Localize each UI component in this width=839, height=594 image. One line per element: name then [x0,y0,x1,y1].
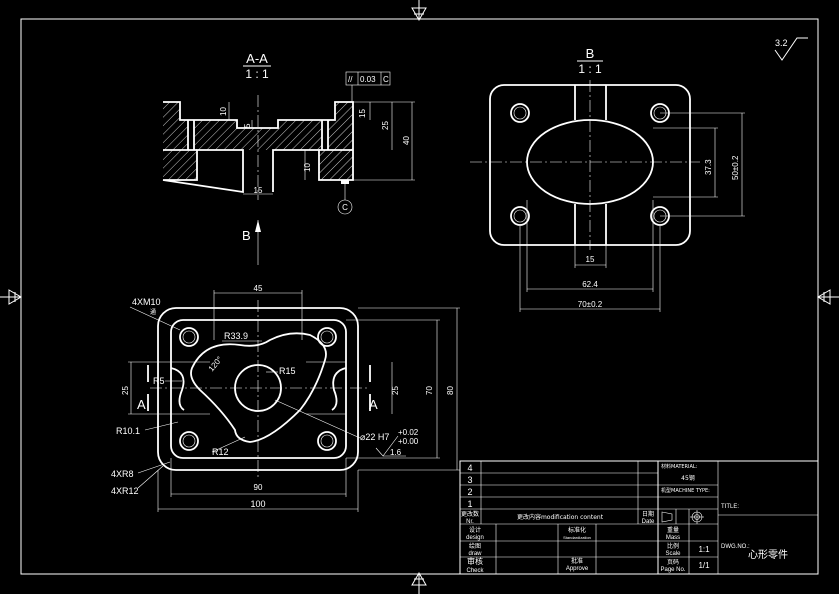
section-title: A-A [246,51,268,66]
svg-text:Check: Check [466,568,484,574]
section-scale: 1 : 1 [245,67,269,81]
svg-text:15: 15 [254,186,263,195]
svg-text:审核: 审核 [467,556,483,566]
section-view-a-a[interactable]: A-A 1 : 1 10 5 15 25 40 15 10 [162,51,415,265]
top-view[interactable]: A A 45 25 25 70 80 90 100 4XM10 通 R33.9 [111,284,460,512]
projection-symbol [661,510,704,524]
svg-text:70: 70 [425,386,434,395]
svg-text:4XM10: 4XM10 [132,297,161,307]
svg-text:心形零件: 心形零件 [748,549,788,561]
svg-text:通: 通 [150,308,156,316]
title-block[interactable]: 4 3 2 1 更改数 Nr. 更改内容modification content… [459,460,819,575]
svg-text:+0.00: +0.00 [398,437,419,446]
svg-text:1 : 1: 1 : 1 [578,62,602,76]
svg-text:0.03: 0.03 [360,75,376,84]
svg-text:日期: 日期 [642,510,654,518]
svg-text:25: 25 [391,386,400,395]
svg-text:Standardization: Standardization [563,535,591,540]
svg-text:4: 4 [467,463,472,473]
svg-text:Approve: Approve [566,566,589,572]
svg-text:更改数: 更改数 [461,510,479,518]
svg-text:Scale: Scale [665,551,681,557]
svg-text:45钢: 45钢 [681,474,695,482]
svg-text:25: 25 [121,386,130,395]
svg-text:机型MACHINE TYPE:: 机型MACHINE TYPE: [661,487,710,494]
svg-text:R10.1: R10.1 [116,426,140,436]
svg-text:1.6: 1.6 [390,448,402,457]
svg-text:R33.9: R33.9 [224,331,248,341]
svg-text:Mass: Mass [666,535,680,541]
svg-text:重量: 重量 [667,526,679,534]
svg-text:材料MATERIAL:: 材料MATERIAL: [661,463,698,470]
svg-text:批准: 批准 [571,557,583,565]
svg-text:Date: Date [642,519,655,525]
svg-text:1/1: 1/1 [698,561,710,570]
svg-text:4XR8: 4XR8 [111,469,134,479]
datum-c-marker: C [337,180,353,215]
svg-text:10: 10 [219,107,228,116]
view-b[interactable]: B 1 : 1 37.3 50±0.2 15 62.4 70±0.2 [470,46,745,312]
svg-text:R15: R15 [279,366,296,376]
svg-text:1: 1 [467,499,472,509]
svg-text:Page No.: Page No. [660,567,685,573]
svg-text://: // [348,75,353,84]
svg-text:B: B [242,228,251,243]
svg-text:120°: 120° [207,355,225,373]
svg-text:4XR12: 4XR12 [111,486,139,496]
svg-text:比例: 比例 [667,542,679,550]
svg-text:10: 10 [303,163,312,172]
svg-text:15: 15 [586,255,595,264]
svg-text:A: A [137,397,146,412]
svg-text:绘图: 绘图 [469,542,481,550]
svg-text:2: 2 [467,487,472,497]
svg-text:DWG.NO.:: DWG.NO.: [721,544,750,550]
svg-text:标准化: 标准化 [568,526,586,534]
svg-text:Nr.: Nr. [466,519,474,525]
svg-text:3: 3 [467,475,472,485]
svg-text:页码: 页码 [667,558,679,566]
svg-text:更改内容modification content: 更改内容modification content [517,513,604,521]
svg-text:设计: 设计 [469,526,481,534]
svg-text:70±0.2: 70±0.2 [578,300,603,309]
svg-text:80: 80 [446,386,455,395]
svg-text:R5: R5 [153,376,165,386]
svg-text:62.4: 62.4 [582,280,598,289]
svg-text:50±0.2: 50±0.2 [731,155,740,180]
svg-text:⌀22 H7: ⌀22 H7 [360,432,389,442]
svg-text:C: C [383,75,389,84]
svg-text:40: 40 [402,136,411,145]
svg-text:design: design [466,535,484,541]
svg-text:TITLE:: TITLE: [721,504,739,510]
svg-text:45: 45 [254,284,263,293]
svg-text:A: A [369,397,378,412]
svg-text:37.3: 37.3 [704,159,713,175]
svg-text:1:1: 1:1 [698,545,710,554]
svg-text:25: 25 [381,121,390,130]
svg-text:3.2: 3.2 [775,38,788,48]
svg-text:+0.02: +0.02 [398,428,419,437]
roughness-symbol: 3.2 [774,37,808,61]
svg-text:draw: draw [468,551,482,557]
svg-text:B: B [586,46,595,61]
svg-text:15: 15 [358,109,367,118]
view-arrow-b: B [242,220,261,265]
svg-text:C: C [342,203,348,212]
svg-text:R12: R12 [212,447,229,457]
svg-text:5: 5 [243,123,252,128]
geometric-tolerance-frame: // 0.03 C [345,71,391,102]
svg-text:90: 90 [254,483,263,492]
svg-text:100: 100 [250,499,265,509]
